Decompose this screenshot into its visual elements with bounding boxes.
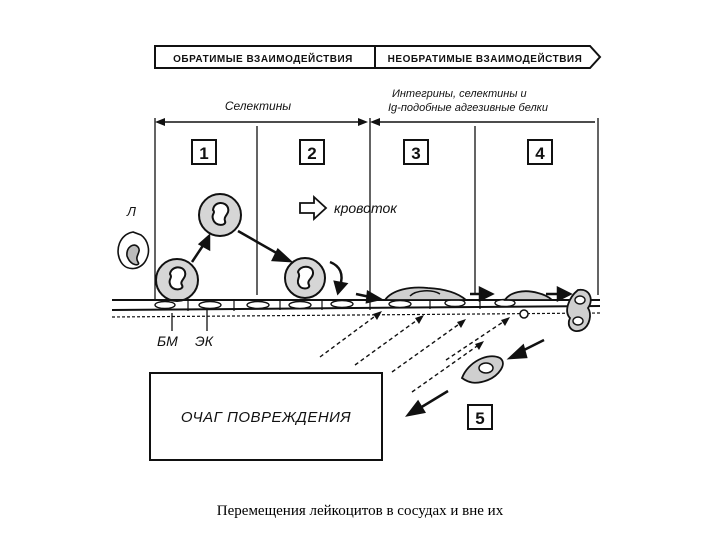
adherent-leukocyte-stage-3 bbox=[383, 286, 469, 301]
integrins-label-line1: Интегрины, селектины и bbox=[392, 88, 527, 100]
migration-arrows bbox=[405, 338, 545, 417]
injury-focus-label: ОЧАГ ПОВРЕЖДЕНИЯ bbox=[181, 409, 352, 426]
leukocyte-stage-1-lower bbox=[155, 258, 199, 302]
leukocyte-stage-1-upper bbox=[198, 193, 242, 237]
irreversible-banner bbox=[374, 45, 602, 69]
bloodflow-label: кровоток bbox=[334, 200, 398, 216]
bloodflow-indicator: кровоток bbox=[299, 194, 398, 222]
stage-dividers bbox=[154, 118, 599, 300]
emigrated-leukocyte bbox=[460, 355, 504, 384]
movement-arrows bbox=[190, 229, 573, 304]
figure-caption: Перемещения лейкоцитов в сосудах и вне и… bbox=[216, 503, 504, 519]
selectins-label: Селектины bbox=[225, 99, 291, 113]
adherent-leukocyte-stage-4 bbox=[503, 290, 555, 319]
selectins-bracket: Селектины bbox=[155, 99, 368, 126]
svg-text:2: 2 bbox=[307, 144, 316, 163]
stage-number-4: 4 bbox=[527, 139, 553, 165]
bloodflow-arrow-icon bbox=[299, 194, 328, 222]
leukocyte-label: Л bbox=[126, 204, 136, 219]
svg-text:1: 1 bbox=[199, 144, 208, 163]
stage-number-3: 3 bbox=[403, 139, 429, 165]
wall-labels: БМ ЭК bbox=[157, 308, 214, 349]
svg-text:3: 3 bbox=[411, 144, 420, 163]
stage-number-2: 2 bbox=[299, 139, 325, 165]
stage-number-1: 1 bbox=[191, 139, 217, 165]
endothelial-cells bbox=[154, 298, 516, 310]
phase-banner: ОБРАТИМЫЕ ВЗАИМОДЕЙСТВИЯ НЕОБРАТИМЫЕ ВЗА… bbox=[154, 45, 602, 69]
leukocyte-stage-2 bbox=[284, 257, 326, 299]
transmigrating-leukocyte bbox=[566, 288, 592, 332]
chemotaxis-arrows bbox=[319, 313, 507, 393]
stage-number-5: 5 bbox=[467, 404, 493, 430]
ek-label: ЭК bbox=[195, 333, 214, 349]
irreversible-label: НЕОБРАТИМЫЕ ВЗАИМОДЕЙСТВИЯ bbox=[388, 52, 583, 65]
free-leukocyte bbox=[117, 231, 150, 270]
svg-text:4: 4 bbox=[535, 144, 545, 163]
bm-label: БМ bbox=[157, 333, 178, 349]
reversible-label: ОБРАТИМЫЕ ВЗАИМОДЕЙСТВИЯ bbox=[173, 52, 353, 65]
svg-text:5: 5 bbox=[475, 409, 484, 428]
chemotaxis-arrowheads bbox=[373, 311, 510, 350]
injury-focus-box: ОЧАГ ПОВРЕЖДЕНИЯ bbox=[149, 372, 383, 461]
integrins-bracket: Интегрины, селектины и Ig-подобные адгез… bbox=[370, 88, 595, 126]
integrins-label-line2: Ig-подобные адгезивные белки bbox=[388, 102, 548, 114]
